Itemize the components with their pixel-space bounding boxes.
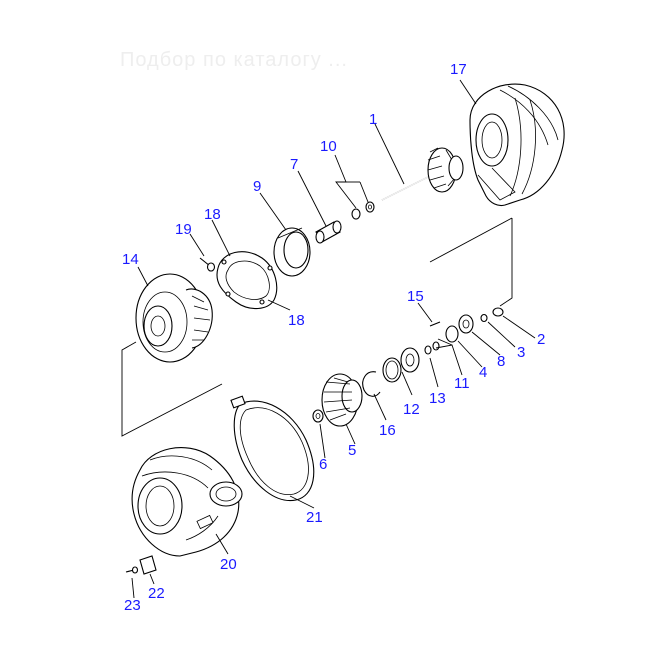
callout-12[interactable]: 12: [403, 401, 420, 418]
v-band-clamp-part[interactable]: [230, 395, 315, 502]
callout-10[interactable]: 10: [320, 138, 337, 155]
watermark-text: Подбор по каталогу ...: [120, 49, 348, 71]
thrust-bearing-part[interactable]: [445, 325, 459, 343]
compressor-nut-part[interactable]: [312, 409, 324, 423]
assembly-axis-lines: [121, 217, 513, 437]
seal-plate-part[interactable]: [400, 347, 420, 373]
bolt-part[interactable]: [199, 257, 216, 272]
retaining-ring-pair-part[interactable]: [424, 341, 440, 355]
bearing-housing-part[interactable]: [135, 273, 213, 363]
callout-3[interactable]: 3: [517, 344, 525, 361]
callout-23[interactable]: 23: [124, 597, 141, 614]
compressor-housing-part[interactable]: [131, 447, 243, 557]
shaft-wheel-part[interactable]: [381, 147, 464, 201]
snap-ring-part[interactable]: [362, 371, 381, 397]
callout-11[interactable]: 11: [454, 375, 470, 392]
callout-8[interactable]: 8: [497, 353, 505, 370]
callout-1[interactable]: 1: [369, 111, 377, 128]
heat-shield-part[interactable]: [273, 227, 311, 277]
turbine-housing-part[interactable]: [469, 83, 565, 207]
callout-9[interactable]: 9: [253, 178, 261, 195]
compressor-wheel-part[interactable]: [321, 373, 363, 427]
oil-ring-part[interactable]: [492, 307, 504, 317]
callout-22[interactable]: 22: [148, 585, 165, 602]
thrust-collar-part[interactable]: [458, 314, 474, 334]
leader-lines: [131, 79, 536, 599]
callout-2[interactable]: 2: [537, 331, 545, 348]
callout-5[interactable]: 5: [348, 442, 356, 459]
callout-16[interactable]: 16: [379, 422, 396, 439]
callout-17[interactable]: 17: [450, 61, 467, 78]
callout-20[interactable]: 20: [220, 556, 237, 573]
seal-ring-small-part[interactable]: [480, 313, 488, 323]
callout-18-top[interactable]: 18: [204, 206, 221, 223]
callout-labels: 1 2 3 4 5 6 7 8 9 10 11 12 13 14 15 16 1…: [122, 61, 545, 614]
gasket-plate-part[interactable]: [216, 251, 278, 310]
callout-13[interactable]: 13: [429, 390, 446, 407]
callout-18-bottom[interactable]: 18: [288, 312, 305, 329]
bracket-part[interactable]: [139, 555, 157, 575]
pin-part[interactable]: [429, 321, 441, 327]
callout-14[interactable]: 14: [122, 251, 139, 268]
nut-washer-part[interactable]: [351, 201, 375, 220]
callout-15[interactable]: 15: [407, 288, 424, 305]
callout-21[interactable]: 21: [306, 509, 323, 526]
o-ring-part[interactable]: [382, 357, 402, 383]
callout-4[interactable]: 4: [479, 364, 487, 381]
callout-7[interactable]: 7: [290, 156, 298, 173]
callout-19[interactable]: 19: [175, 221, 192, 238]
screw-part[interactable]: [125, 566, 139, 574]
callout-6[interactable]: 6: [319, 456, 327, 473]
bushing-part[interactable]: [315, 220, 342, 244]
